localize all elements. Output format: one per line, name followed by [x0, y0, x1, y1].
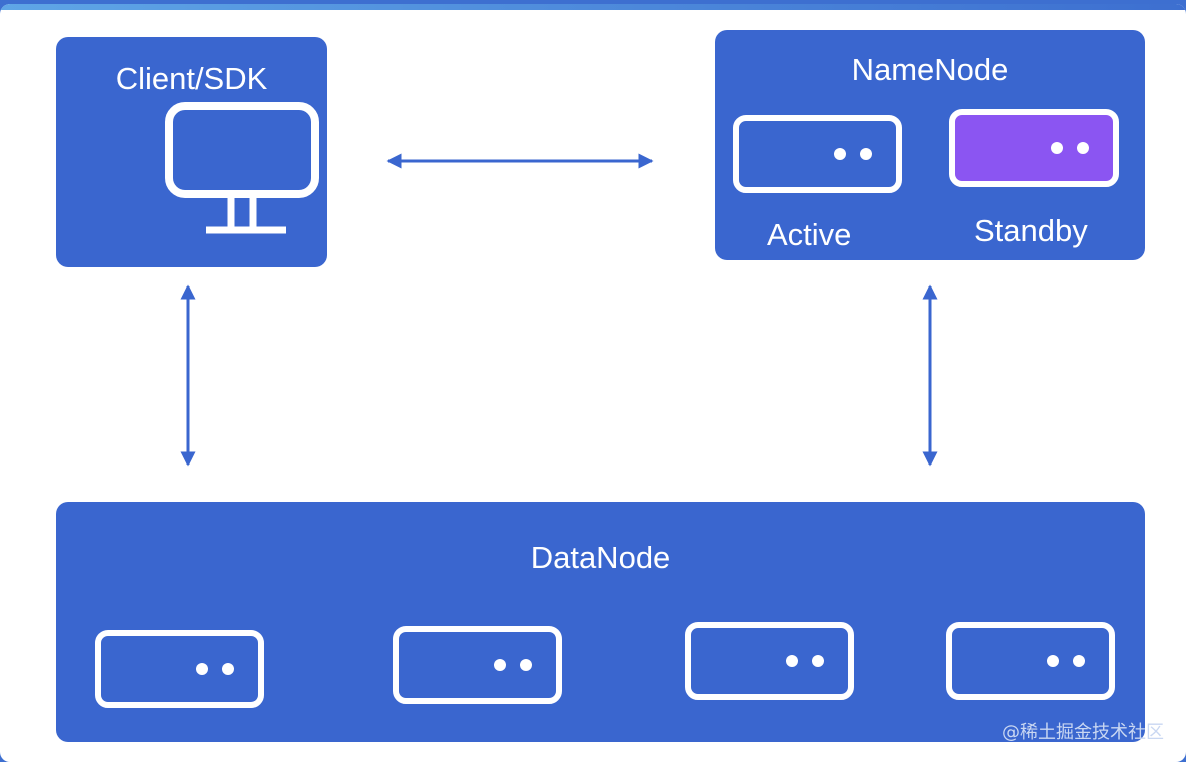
datanode-server-icon — [95, 630, 264, 708]
namenode-title: NameNode — [851, 52, 1009, 87]
server-led-icon — [222, 663, 234, 675]
active-server-icon — [733, 115, 902, 193]
namenode-panel: NameNode Active Standby — [715, 30, 1145, 260]
watermark: @稀土掘金技术社区 — [1002, 722, 1164, 743]
server-led-icon — [196, 663, 208, 675]
client-sdk-title: Client/SDK — [115, 61, 268, 96]
server-led-icon — [834, 148, 846, 160]
standby-server-icon — [949, 109, 1119, 187]
top-accent-bar — [0, 4, 1186, 10]
monitor-icon — [165, 102, 319, 234]
datanode-server-icon — [946, 622, 1115, 700]
datanode-title: DataNode — [530, 540, 671, 575]
server-led-icon — [860, 148, 872, 160]
active-label: Active — [767, 217, 852, 252]
server-led-icon — [1073, 655, 1085, 667]
server-led-icon — [1051, 142, 1063, 154]
server-led-icon — [1077, 142, 1089, 154]
server-led-icon — [812, 655, 824, 667]
datanode-panel: DataNode — [56, 502, 1145, 742]
server-led-icon — [520, 659, 532, 671]
datanode-server-icon — [393, 626, 562, 704]
server-led-icon — [1047, 655, 1059, 667]
client-sdk-panel: Client/SDK — [56, 37, 327, 267]
datanode-server-icon — [685, 622, 854, 700]
server-led-icon — [786, 655, 798, 667]
connector-arrows — [180, 153, 938, 467]
diagram-canvas: Client/SDK NameNode Active Standby DataN… — [0, 4, 1186, 762]
standby-label: Standby — [974, 213, 1088, 248]
server-led-icon — [494, 659, 506, 671]
